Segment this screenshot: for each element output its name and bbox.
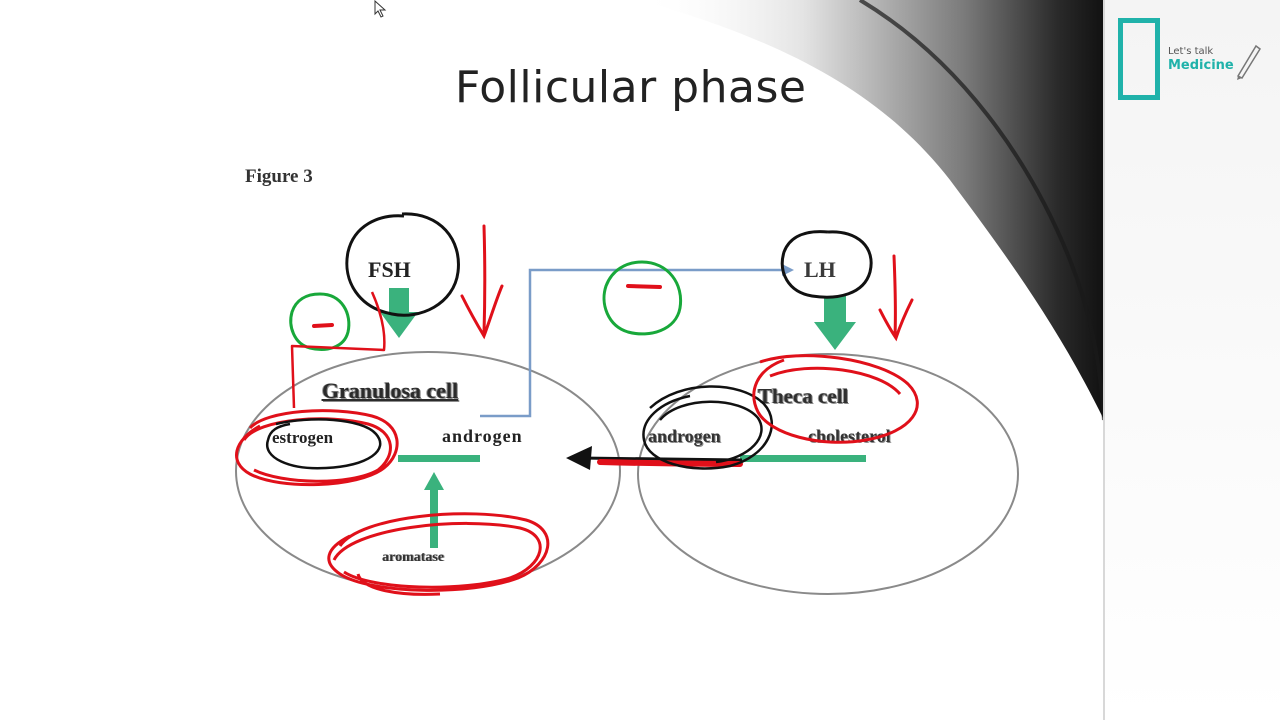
logo-line-1: Let's talk bbox=[1168, 46, 1214, 57]
ink-green-circle-left bbox=[289, 292, 351, 351]
left-conversion-bar bbox=[398, 455, 480, 462]
fsh-arrow-head bbox=[380, 312, 418, 338]
red-overlay-arrow bbox=[597, 459, 743, 467]
fsh-label: FSH bbox=[368, 257, 411, 282]
ink-green-circle-middle bbox=[602, 260, 683, 336]
minus-mark-left bbox=[312, 323, 334, 328]
androgen-transfer-head bbox=[566, 446, 592, 470]
figure-label: Figure 3 bbox=[245, 166, 313, 187]
aromatase-arrow-head bbox=[424, 472, 444, 490]
estrogen-label: estrogen bbox=[272, 428, 334, 447]
ink-red-feedback-line bbox=[290, 291, 386, 409]
logo: Let's talk Medicine bbox=[1116, 16, 1264, 106]
aromatase-arrow-shaft bbox=[430, 488, 438, 548]
logo-frame bbox=[1118, 18, 1160, 100]
aromatase-label: aromatase bbox=[382, 550, 444, 565]
right-conversion-bar bbox=[740, 455, 866, 462]
ink-black-circle-estrogen bbox=[265, 418, 382, 470]
pencil-icon bbox=[1236, 44, 1261, 80]
ink-circle-fsh bbox=[345, 212, 460, 317]
minus-mark-middle bbox=[626, 284, 662, 289]
ink-red-arrow-left bbox=[460, 224, 504, 340]
androgen-label-left: androgen bbox=[442, 426, 523, 446]
ink-red-circle-aromatase bbox=[327, 512, 550, 596]
fsh-arrow-shaft bbox=[389, 288, 409, 314]
ink-red-circle-estrogen bbox=[235, 409, 399, 487]
mouse-pointer-icon bbox=[374, 0, 387, 18]
ink-red-circle-theca bbox=[752, 354, 919, 444]
granulosa-cell-label: Granulosa cell bbox=[322, 378, 459, 403]
ink-circle-lh bbox=[780, 230, 873, 299]
logo-line-2: Medicine bbox=[1168, 58, 1234, 73]
ink-red-arrow-right bbox=[878, 254, 914, 342]
androgen-label-right: androgen bbox=[648, 426, 721, 446]
